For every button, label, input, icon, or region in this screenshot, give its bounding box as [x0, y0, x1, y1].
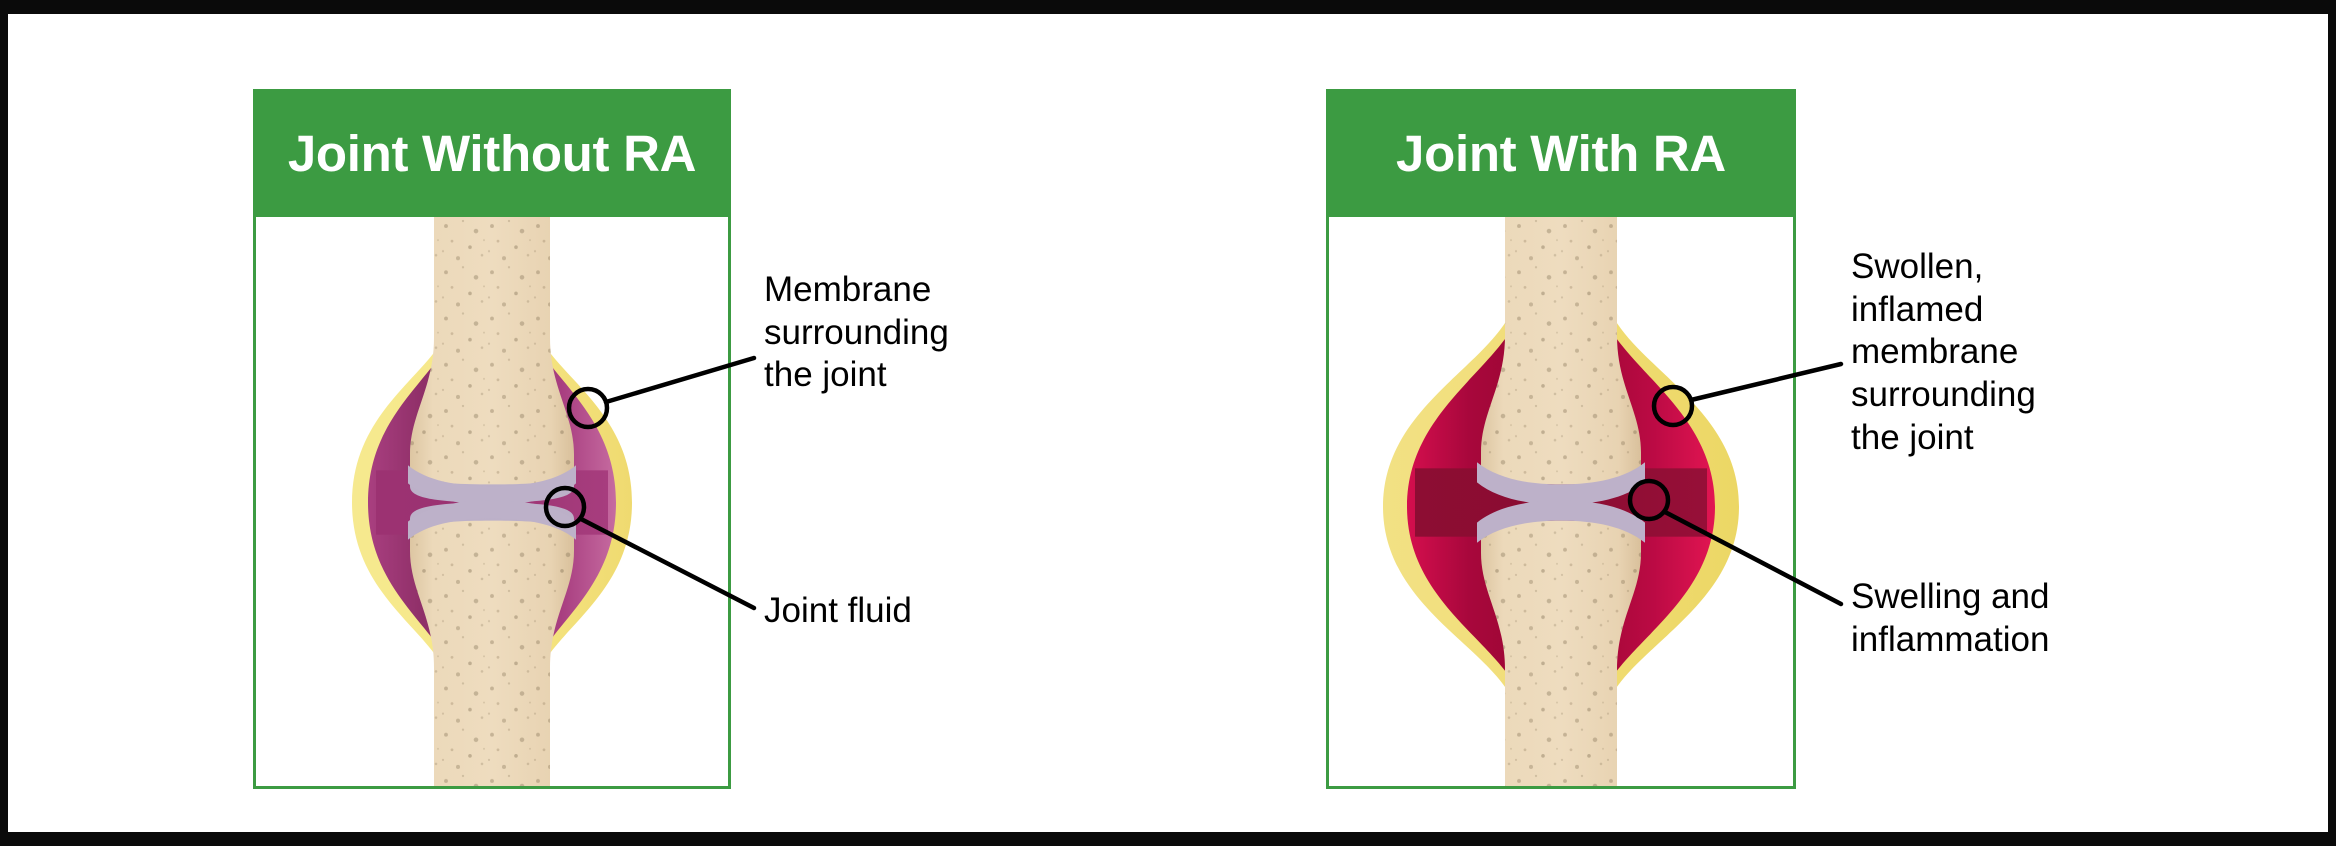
cartilage-upper-plate — [1477, 462, 1645, 505]
figure-canvas: Joint Without RA — [8, 14, 2328, 832]
cartilage-lower-plate — [1477, 500, 1645, 543]
annotation-membrane-surrounding-the-joint: Membrane surrounding the joint — [764, 270, 949, 395]
panel-title-without-ra: Joint Without RA — [287, 124, 697, 182]
annotation-swelling-and-inflammation: Swelling and inflammation — [1851, 577, 2050, 659]
panel-body-without-ra — [253, 217, 731, 789]
panel-body-with-ra — [1326, 217, 1796, 789]
cartilage-upper-plate — [408, 465, 576, 505]
joint-illustration-healthy — [352, 217, 632, 786]
panel-joint-with-ra: Joint With RA — [1326, 89, 1796, 789]
annotation-swollen-inflamed-membrane: Swollen, inflamed membrane surrounding t… — [1851, 247, 2036, 457]
joint-illustration-ra — [1383, 217, 1739, 786]
panel-header-without-ra: Joint Without RA — [253, 89, 731, 217]
cartilage-lower-plate — [408, 500, 576, 540]
panel-header-with-ra: Joint With RA — [1326, 89, 1796, 217]
panel-joint-without-ra: Joint Without RA — [253, 89, 731, 789]
panel-title-with-ra: Joint With RA — [1396, 124, 1726, 182]
annotation-joint-fluid: Joint fluid — [764, 591, 912, 630]
